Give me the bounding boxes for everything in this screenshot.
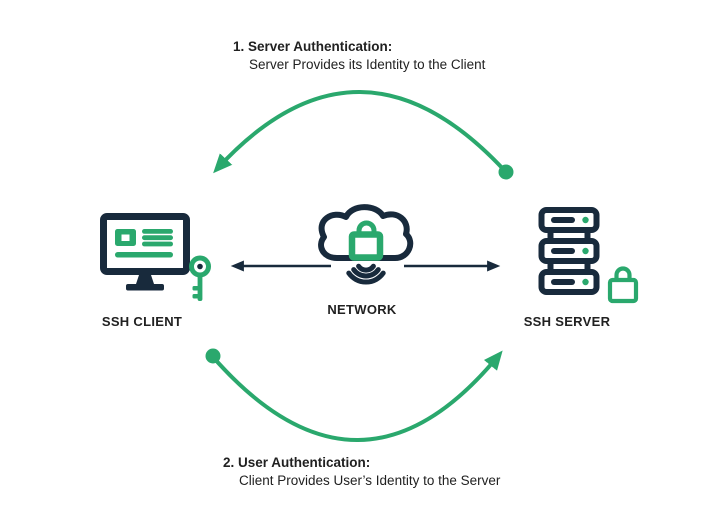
server-auth-arc-arrow	[213, 90, 507, 174]
network-label: NETWORK	[327, 302, 397, 317]
network-lock-icon	[348, 231, 384, 261]
network-cloud-icon	[318, 204, 414, 285]
client-key-icon	[189, 255, 211, 301]
server-padlock-icon	[607, 266, 639, 304]
client-monitor-icon	[100, 213, 190, 291]
user-auth-arc-origin-dot	[205, 348, 221, 364]
user-auth-heading: 2. User Authentication:	[223, 455, 371, 470]
ssh-server-label: SSH SERVER	[523, 314, 611, 329]
server-auth-arc-origin-dot	[498, 164, 514, 180]
server-auth-body: Server Provides its Identity to the Clie…	[249, 57, 486, 72]
server-auth-annotation: 1. Server Authentication: Server Provide…	[233, 38, 485, 74]
server-auth-heading: 1. Server Authentication:	[233, 39, 393, 54]
wifi-waves-icon	[356, 263, 376, 273]
server-rack-icon	[538, 207, 600, 295]
ssh-client-label: SSH CLIENT	[101, 314, 183, 329]
user-auth-annotation: 2. User Authentication: Client Provides …	[223, 454, 500, 490]
user-auth-body: Client Provides User’s Identity to the S…	[239, 473, 501, 488]
user-auth-arc-arrow	[211, 350, 503, 442]
network-lock-shackle	[356, 220, 377, 235]
